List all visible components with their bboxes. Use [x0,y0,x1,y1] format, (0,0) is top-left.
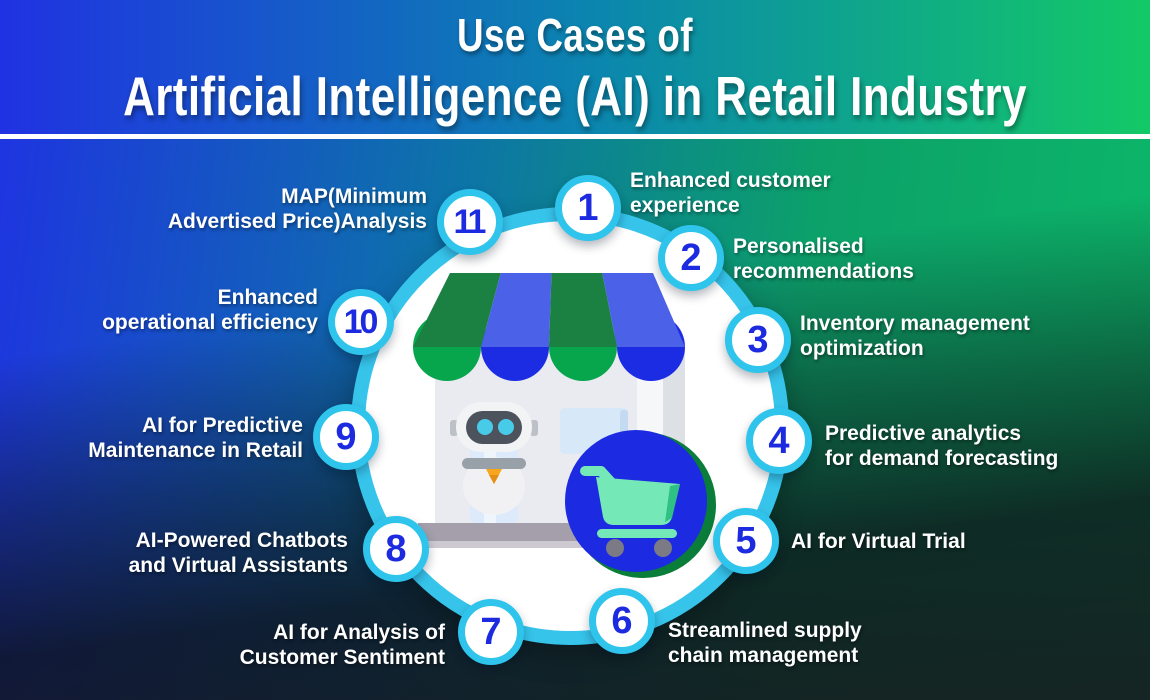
robot-visor [466,411,522,444]
use-case-badge-9: 9 [313,404,379,470]
use-case-badge-7: 7 [458,599,524,665]
store-illustration [413,273,716,578]
use-case-number: 4 [768,419,790,462]
use-case-number: 1 [577,186,599,229]
page-title-line2: Artificial Intelligence (AI) in Retail I… [123,65,1027,127]
page-title-line1: Use Cases of [457,9,693,61]
use-case-number: 10 [343,302,379,341]
use-case-badge-10: 10 [328,289,394,355]
robot-eye-left [477,419,493,435]
use-case-badge-3: 3 [725,307,791,373]
shopping-cart-icon [565,430,716,578]
use-case-badge-4: 4 [746,408,812,474]
use-case-badge-6: 6 [589,588,655,654]
use-case-badge-5: 5 [713,508,779,574]
header-divider [0,134,1150,139]
robot-icon [450,402,538,515]
use-case-number: 9 [335,415,357,458]
robot-eye-right [498,419,514,435]
use-case-number: 8 [385,527,407,570]
use-case-number: 5 [735,519,757,562]
storefront-awning [413,273,685,347]
use-case-badge-1: 1 [555,175,621,241]
use-case-number: 7 [480,610,502,653]
use-case-badge-11: 11 [437,189,503,255]
use-case-number: 6 [611,599,633,642]
header-banner: Use Cases of Artificial Intelligence (AI… [0,0,1150,134]
use-case-label-5: AI for Virtual Trial [791,530,966,553]
use-case-number: 3 [747,318,769,361]
use-case-badge-8: 8 [363,516,429,582]
use-case-badge-2: 2 [658,225,724,291]
use-case-number: 2 [680,236,702,279]
use-case-number: 11 [453,202,487,241]
